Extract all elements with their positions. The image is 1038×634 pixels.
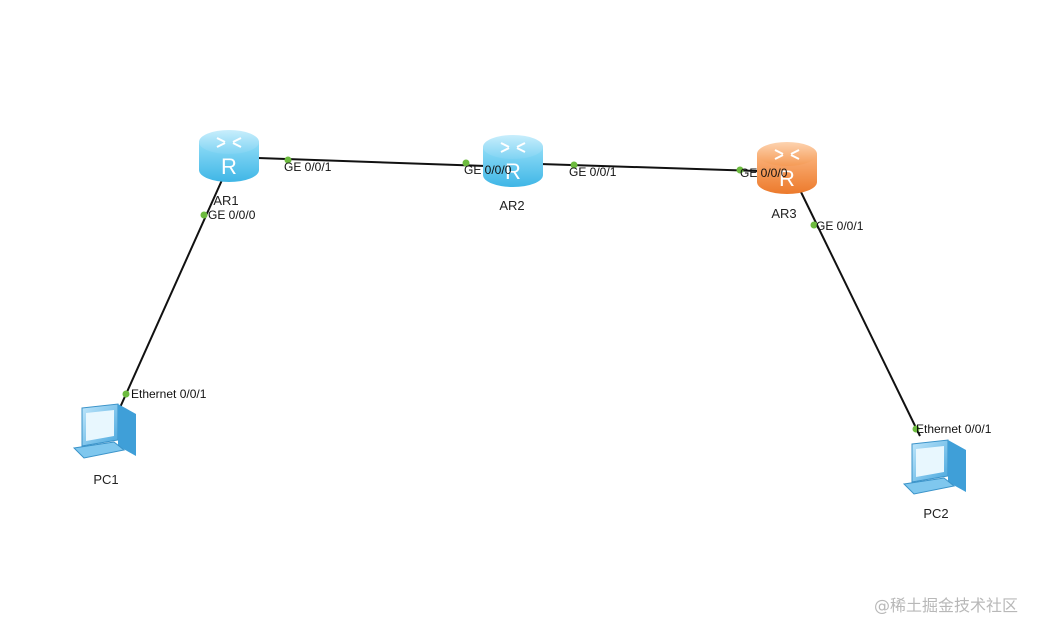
port-dot[interactable]	[570, 161, 578, 169]
router-ar1[interactable]: R	[199, 130, 259, 182]
device-labels: AR1 AR2 AR3 PC1 PC2	[93, 193, 948, 521]
link-ar1-pc1[interactable]	[117, 179, 223, 413]
device-label-pc1: PC1	[93, 472, 118, 487]
port-label-ar2-ge000: GE 0/0/0	[464, 163, 512, 177]
link-ar1-ar2[interactable]	[257, 157, 487, 167]
port-labels: GE 0/0/1 GE 0/0/0 GE 0/0/1 GE 0/0/0 GE 0…	[131, 160, 992, 436]
port-dots	[122, 156, 920, 433]
router-icon: R	[483, 135, 543, 187]
device-label-ar3: AR3	[771, 206, 796, 221]
pc-pc1[interactable]	[72, 403, 136, 459]
port-label-pc2-eth001: Ethernet 0/0/1	[916, 422, 992, 436]
port-dot[interactable]	[200, 211, 208, 219]
port-label-ar1-ge000: GE 0/0/0	[208, 208, 256, 222]
port-dot[interactable]	[736, 166, 744, 174]
port-label-pc1-eth001: Ethernet 0/0/1	[131, 387, 207, 401]
port-label-ar3-ge000: GE 0/0/0	[740, 166, 788, 180]
port-dot[interactable]	[912, 425, 920, 433]
port-dot[interactable]	[122, 390, 130, 398]
device-label-ar2: AR2	[499, 198, 524, 213]
port-dot[interactable]	[284, 156, 292, 164]
router-icon: R	[199, 130, 259, 182]
watermark: @稀土掘金技术社区	[873, 596, 1018, 615]
port-dot[interactable]	[462, 159, 470, 167]
svg-text:R: R	[505, 159, 521, 184]
device-label-ar1: AR1	[213, 193, 238, 208]
svg-text:R: R	[779, 166, 795, 191]
port-label-ar1-ge001: GE 0/0/1	[284, 160, 332, 174]
pc-pc2[interactable]	[902, 439, 966, 495]
port-dot[interactable]	[810, 221, 818, 229]
link-ar3-pc2[interactable]	[799, 189, 921, 437]
pc-icon	[72, 403, 136, 459]
device-label-pc2: PC2	[923, 506, 948, 521]
port-label-ar3-ge001: GE 0/0/1	[816, 219, 864, 233]
port-label-ar2-ge001: GE 0/0/1	[569, 165, 617, 179]
svg-text:R: R	[221, 154, 237, 179]
router-icon: R	[757, 142, 817, 194]
pc-icon	[902, 439, 966, 495]
router-ar3[interactable]: R	[757, 142, 817, 194]
router-ar2[interactable]: R	[483, 135, 543, 187]
